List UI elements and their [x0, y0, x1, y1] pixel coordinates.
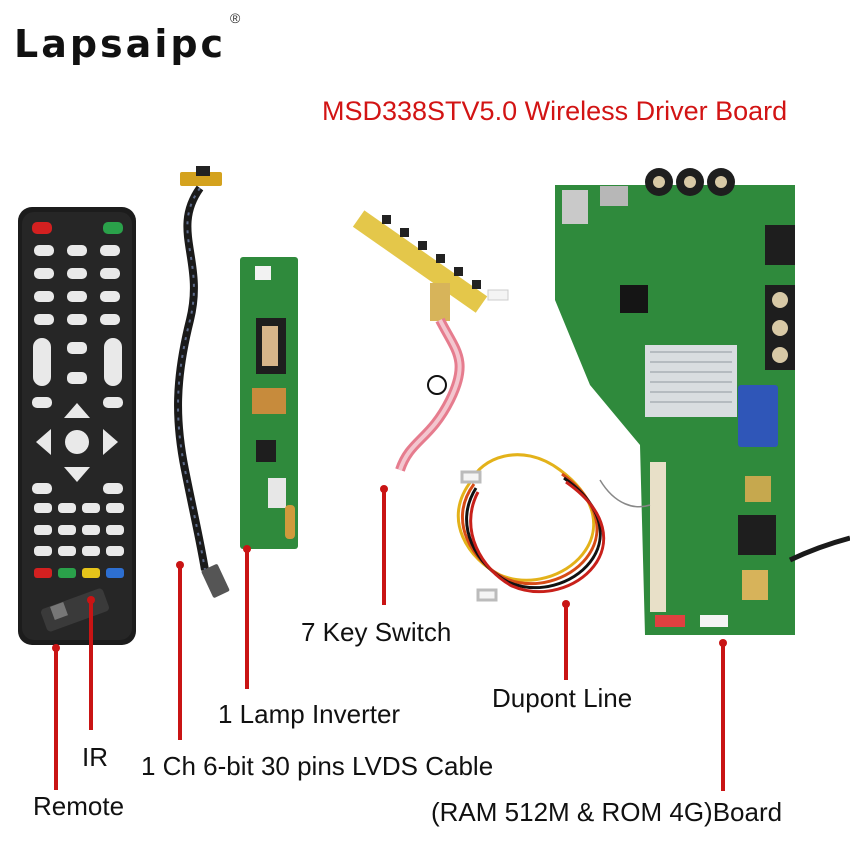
remote-control — [18, 207, 136, 645]
dupont-line — [456, 453, 606, 602]
key-switch — [352, 210, 509, 472]
label-remote: Remote — [33, 791, 125, 821]
label-lvds-cable: 1 Ch 6-bit 30 pins LVDS Cable — [141, 751, 494, 781]
lamp-inverter — [240, 257, 298, 549]
product-title: MSD338STV5.0 Wireless Driver Board — [322, 96, 788, 126]
label-ir: IR — [82, 742, 108, 772]
label-dupont-line: Dupont Line — [492, 683, 633, 713]
label-lamp-inverter: 1 Lamp Inverter — [218, 699, 401, 729]
label-board: (RAM 512M & ROM 4G)Board — [431, 797, 783, 827]
label-key-switch: 7 Key Switch — [301, 617, 452, 647]
registered-mark: ® — [230, 10, 241, 26]
brand-logo: Lapsaipc — [14, 22, 227, 66]
pointer-lines — [52, 485, 727, 791]
lvds-cable — [174, 166, 230, 598]
driver-board — [555, 168, 850, 635]
